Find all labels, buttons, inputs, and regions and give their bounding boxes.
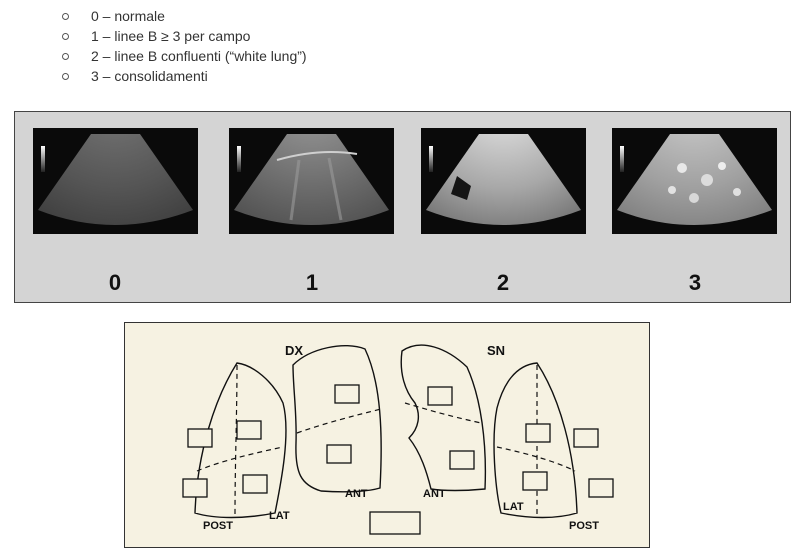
- grade-label-2: 2: [483, 270, 523, 296]
- right-side-label: DX: [285, 343, 303, 358]
- list-item: 3 – consolidamenti: [62, 66, 307, 86]
- grade-label-3: 3: [675, 270, 715, 296]
- lateral-label-right: LAT: [269, 510, 290, 522]
- criterion-text: 1 – linee B ≥ 3 per campo: [91, 26, 250, 46]
- list-item: 0 – normale: [62, 6, 307, 26]
- grade-label-1: 1: [292, 270, 332, 296]
- criterion-text: 0 – normale: [91, 6, 165, 26]
- ultrasound-image-grade-3: [612, 128, 777, 234]
- criterion-text: 3 – consolidamenti: [91, 66, 208, 86]
- criterion-text: 2 – linee B confluenti (“white lung”): [91, 46, 307, 66]
- ultrasound-image-grade-2: [421, 128, 586, 234]
- list-item: 2 – linee B confluenti (“white lung”): [62, 46, 307, 66]
- score-criteria-list: 0 – normale 1 – linee B ≥ 3 per campo 2 …: [62, 6, 307, 86]
- circle-bullet-icon: [62, 13, 69, 20]
- circle-bullet-icon: [62, 33, 69, 40]
- left-side-label: SN: [487, 343, 505, 358]
- circle-bullet-icon: [62, 53, 69, 60]
- lateral-label-left: LAT: [503, 501, 524, 513]
- circle-bullet-icon: [62, 73, 69, 80]
- ultrasound-image-grade-0: [33, 128, 198, 234]
- ultrasound-image-grade-1: [229, 128, 394, 234]
- anterior-label-right: ANT: [345, 488, 368, 500]
- posterior-label-right: POST: [203, 520, 233, 532]
- grade-label-0: 0: [95, 270, 135, 296]
- lung-outline-drawing: [125, 323, 651, 549]
- ultrasound-grades-panel: 0 1 2 3: [14, 111, 791, 303]
- lung-zones-diagram: DX SN ANT ANT LAT LAT POST POST: [124, 322, 650, 548]
- posterior-label-left: POST: [569, 520, 599, 532]
- anterior-label-left: ANT: [423, 488, 446, 500]
- list-item: 1 – linee B ≥ 3 per campo: [62, 26, 307, 46]
